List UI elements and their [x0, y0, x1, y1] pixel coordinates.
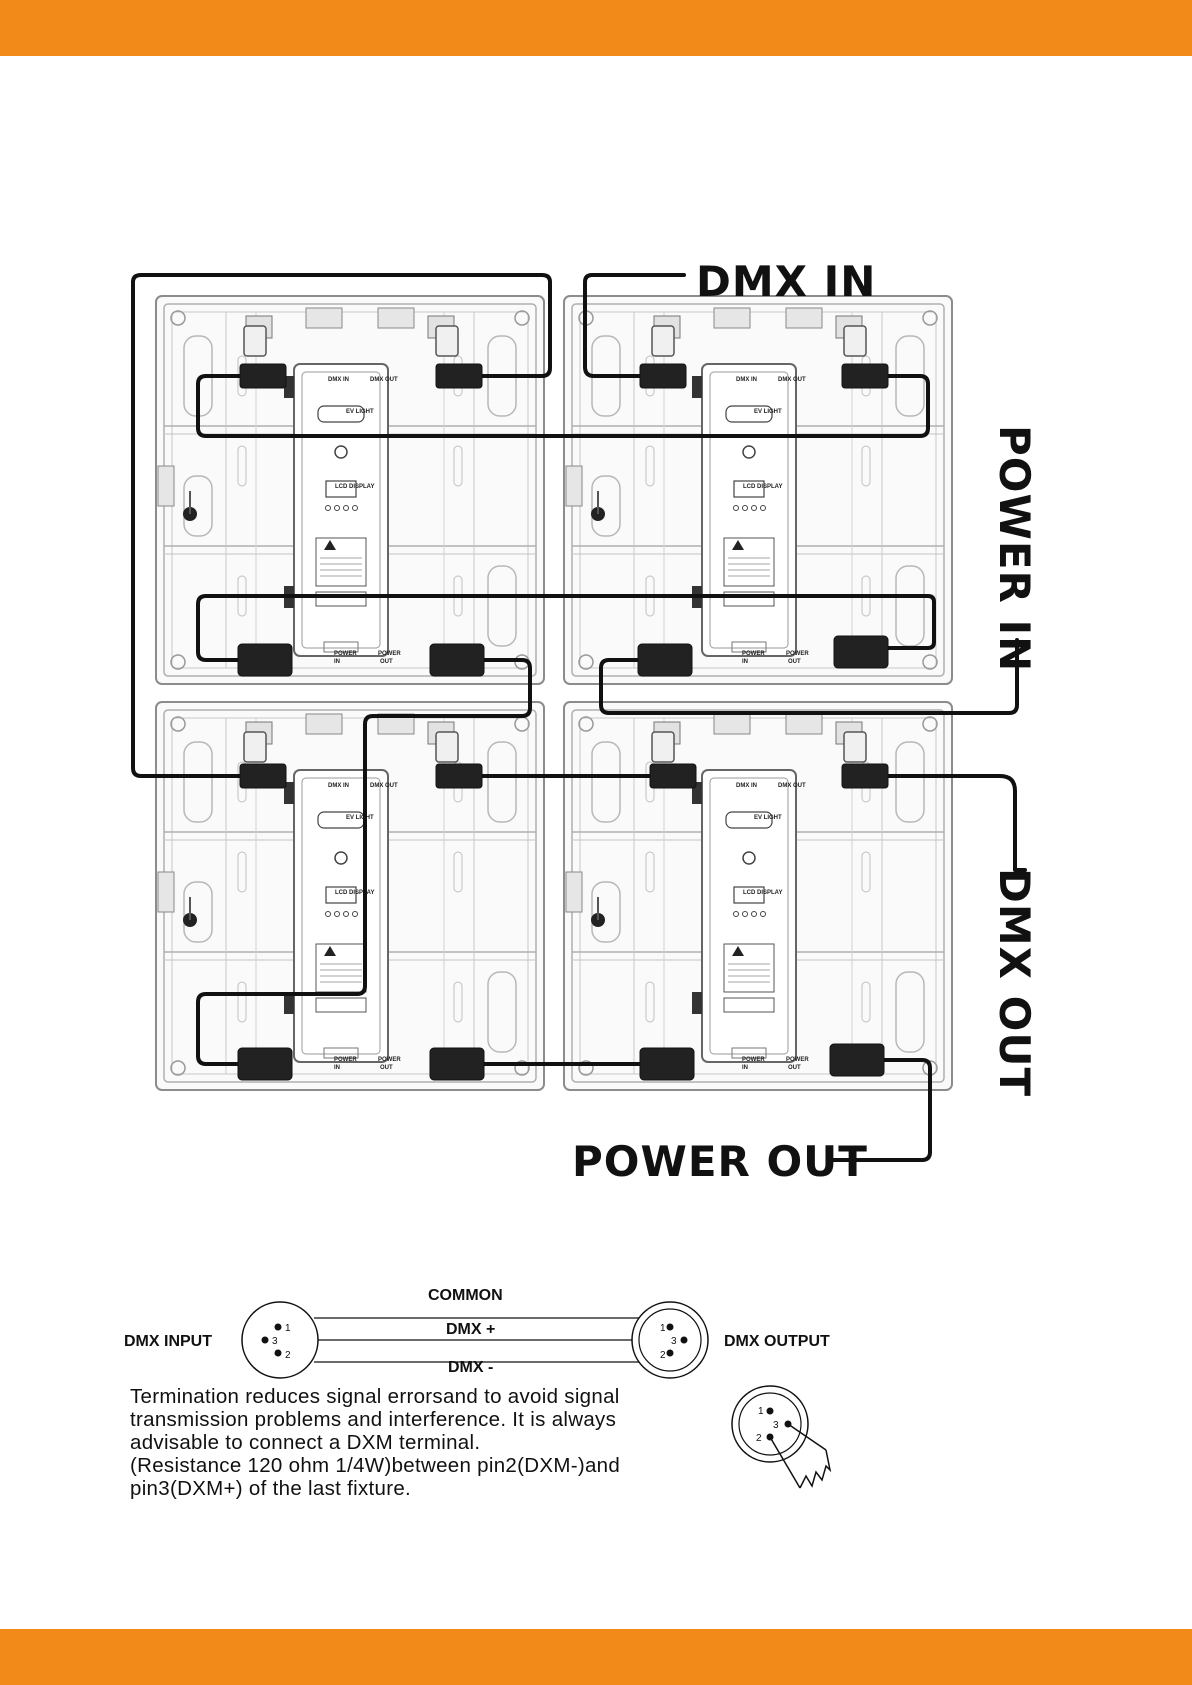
- module-brand-label: EV LIGHT: [754, 409, 782, 415]
- common-label: COMMON: [428, 1287, 503, 1304]
- module-power-in-label: POWER: [334, 1057, 357, 1063]
- module-out-label: OUT: [788, 1065, 801, 1071]
- module-power-out-label: POWER: [378, 1057, 401, 1063]
- top-orange-band: [0, 0, 1192, 56]
- input-pin-2: 2: [285, 1350, 291, 1361]
- output-pin-1: 1: [660, 1323, 666, 1334]
- dmx-in-cable: [583, 273, 686, 378]
- module-power-in-label: POWER: [742, 651, 765, 657]
- module-labels-top-right: DMX IN DMX OUT EV LIGHT LCD DISPLAY POWE…: [736, 377, 809, 665]
- input-pin-3: 3: [272, 1336, 278, 1347]
- module-out-label: OUT: [380, 1065, 393, 1071]
- termination-note-line: transmission problems and interference. …: [130, 1408, 617, 1431]
- module-dmx-out-label: DMX OUT: [778, 783, 806, 789]
- dmx-input-connector: [241, 1301, 319, 1379]
- power-in-cable: [599, 638, 1019, 715]
- module-lcd-label: LCD DISPLAY: [743, 484, 782, 490]
- module-dmx-out-label: DMX OUT: [370, 377, 398, 383]
- module-in-label: IN: [334, 659, 340, 665]
- module-power-in-label: POWER: [742, 1057, 765, 1063]
- module-labels-top-left: DMX IN DMX OUT EV LIGHT LCD DISPLAY POWE…: [328, 377, 401, 665]
- bottom-orange-band: [0, 1629, 1192, 1685]
- module-brand-label: EV LIGHT: [346, 815, 374, 821]
- panel-bottom-right: [563, 701, 953, 1091]
- dmx-out-cable: [886, 774, 1027, 872]
- module-labels-bottom-left: DMX IN DMX OUT EV LIGHT LCD DISPLAY POWE…: [328, 783, 401, 1071]
- module-brand-label: EV LIGHT: [754, 815, 782, 821]
- dmx-out-callout: DMX OUT: [990, 868, 1039, 1097]
- module-power-out-label: POWER: [786, 651, 809, 657]
- power-out-cable: [830, 1058, 932, 1162]
- dmx-in-callout: DMX IN: [696, 257, 876, 306]
- power-out-callout: POWER OUT: [572, 1137, 868, 1186]
- termination-note-line: advisable to connect a DXM terminal.: [130, 1431, 481, 1454]
- input-pin-1: 1: [285, 1323, 291, 1334]
- panel-bottom-left: [155, 701, 545, 1091]
- panel-top-left: [155, 295, 545, 685]
- module-in-label: IN: [742, 1065, 748, 1071]
- terminator-pin-3: 3: [773, 1420, 779, 1431]
- termination-note-line: Termination reduces signal errorsand to …: [130, 1385, 620, 1408]
- module-dmx-out-label: DMX OUT: [778, 377, 806, 383]
- cable-connectors: [237, 363, 889, 1081]
- module-dmx-in-label: DMX IN: [328, 377, 349, 383]
- module-lcd-label: LCD DISPLAY: [743, 890, 782, 896]
- terminator-plug-diagram: 1 3 2: [731, 1385, 832, 1489]
- termination-note-line: (Resistance 120 ohm 1/4W)between pin2(DX…: [130, 1454, 621, 1477]
- module-power-in-label: POWER: [334, 651, 357, 657]
- module-brand-label: EV LIGHT: [346, 409, 374, 415]
- module-out-label: OUT: [788, 659, 801, 665]
- termination-note-line: pin3(DXM+) of the last fixture.: [130, 1477, 412, 1500]
- power-cable-top-left-to-bottom-left: [196, 658, 532, 1066]
- dmx-cable-top-left-to-bottom-left: [131, 273, 552, 778]
- module-dmx-in-label: DMX IN: [328, 783, 349, 789]
- module-dmx-in-label: DMX IN: [736, 377, 757, 383]
- power-cable-top-right-to-top-left: [196, 594, 936, 662]
- dmx-plus-label: DMX +: [446, 1321, 495, 1338]
- dmx-minus-label: DMX -: [448, 1359, 493, 1376]
- module-lcd-label: LCD DISPLAY: [335, 484, 374, 490]
- power-in-callout: POWER IN: [990, 425, 1039, 672]
- module-power-out-label: POWER: [378, 651, 401, 657]
- module-labels-bottom-right: DMX IN DMX OUT EV LIGHT LCD DISPLAY POWE…: [736, 783, 809, 1071]
- module-in-label: IN: [742, 659, 748, 665]
- dmx-output-connector: [631, 1301, 709, 1379]
- module-out-label: OUT: [380, 659, 393, 665]
- output-pin-3: 3: [671, 1336, 677, 1347]
- termination-note: Termination reduces signal errorsand to …: [130, 1385, 730, 1500]
- module-lcd-label: LCD DISPLAY: [335, 890, 374, 896]
- dmx-output-label: DMX OUTPUT: [724, 1333, 830, 1350]
- panel-top-right: [563, 295, 953, 685]
- module-power-out-label: POWER: [786, 1057, 809, 1063]
- dmx-cable-top-right-to-top-left: [196, 374, 930, 438]
- module-in-label: IN: [334, 1065, 340, 1071]
- module-dmx-in-label: DMX IN: [736, 783, 757, 789]
- xlr-wiring-diagram: 1 3 2 1 3 2 COMMON DMX + DMX - DMX INPUT…: [124, 1287, 830, 1379]
- terminator-pin-1: 1: [758, 1406, 764, 1417]
- resistor-zigzag: [799, 1449, 832, 1489]
- terminator-pin-2: 2: [756, 1433, 762, 1444]
- dmx-input-label: DMX INPUT: [124, 1333, 212, 1350]
- module-dmx-out-label: DMX OUT: [370, 783, 398, 789]
- output-pin-2: 2: [660, 1350, 666, 1361]
